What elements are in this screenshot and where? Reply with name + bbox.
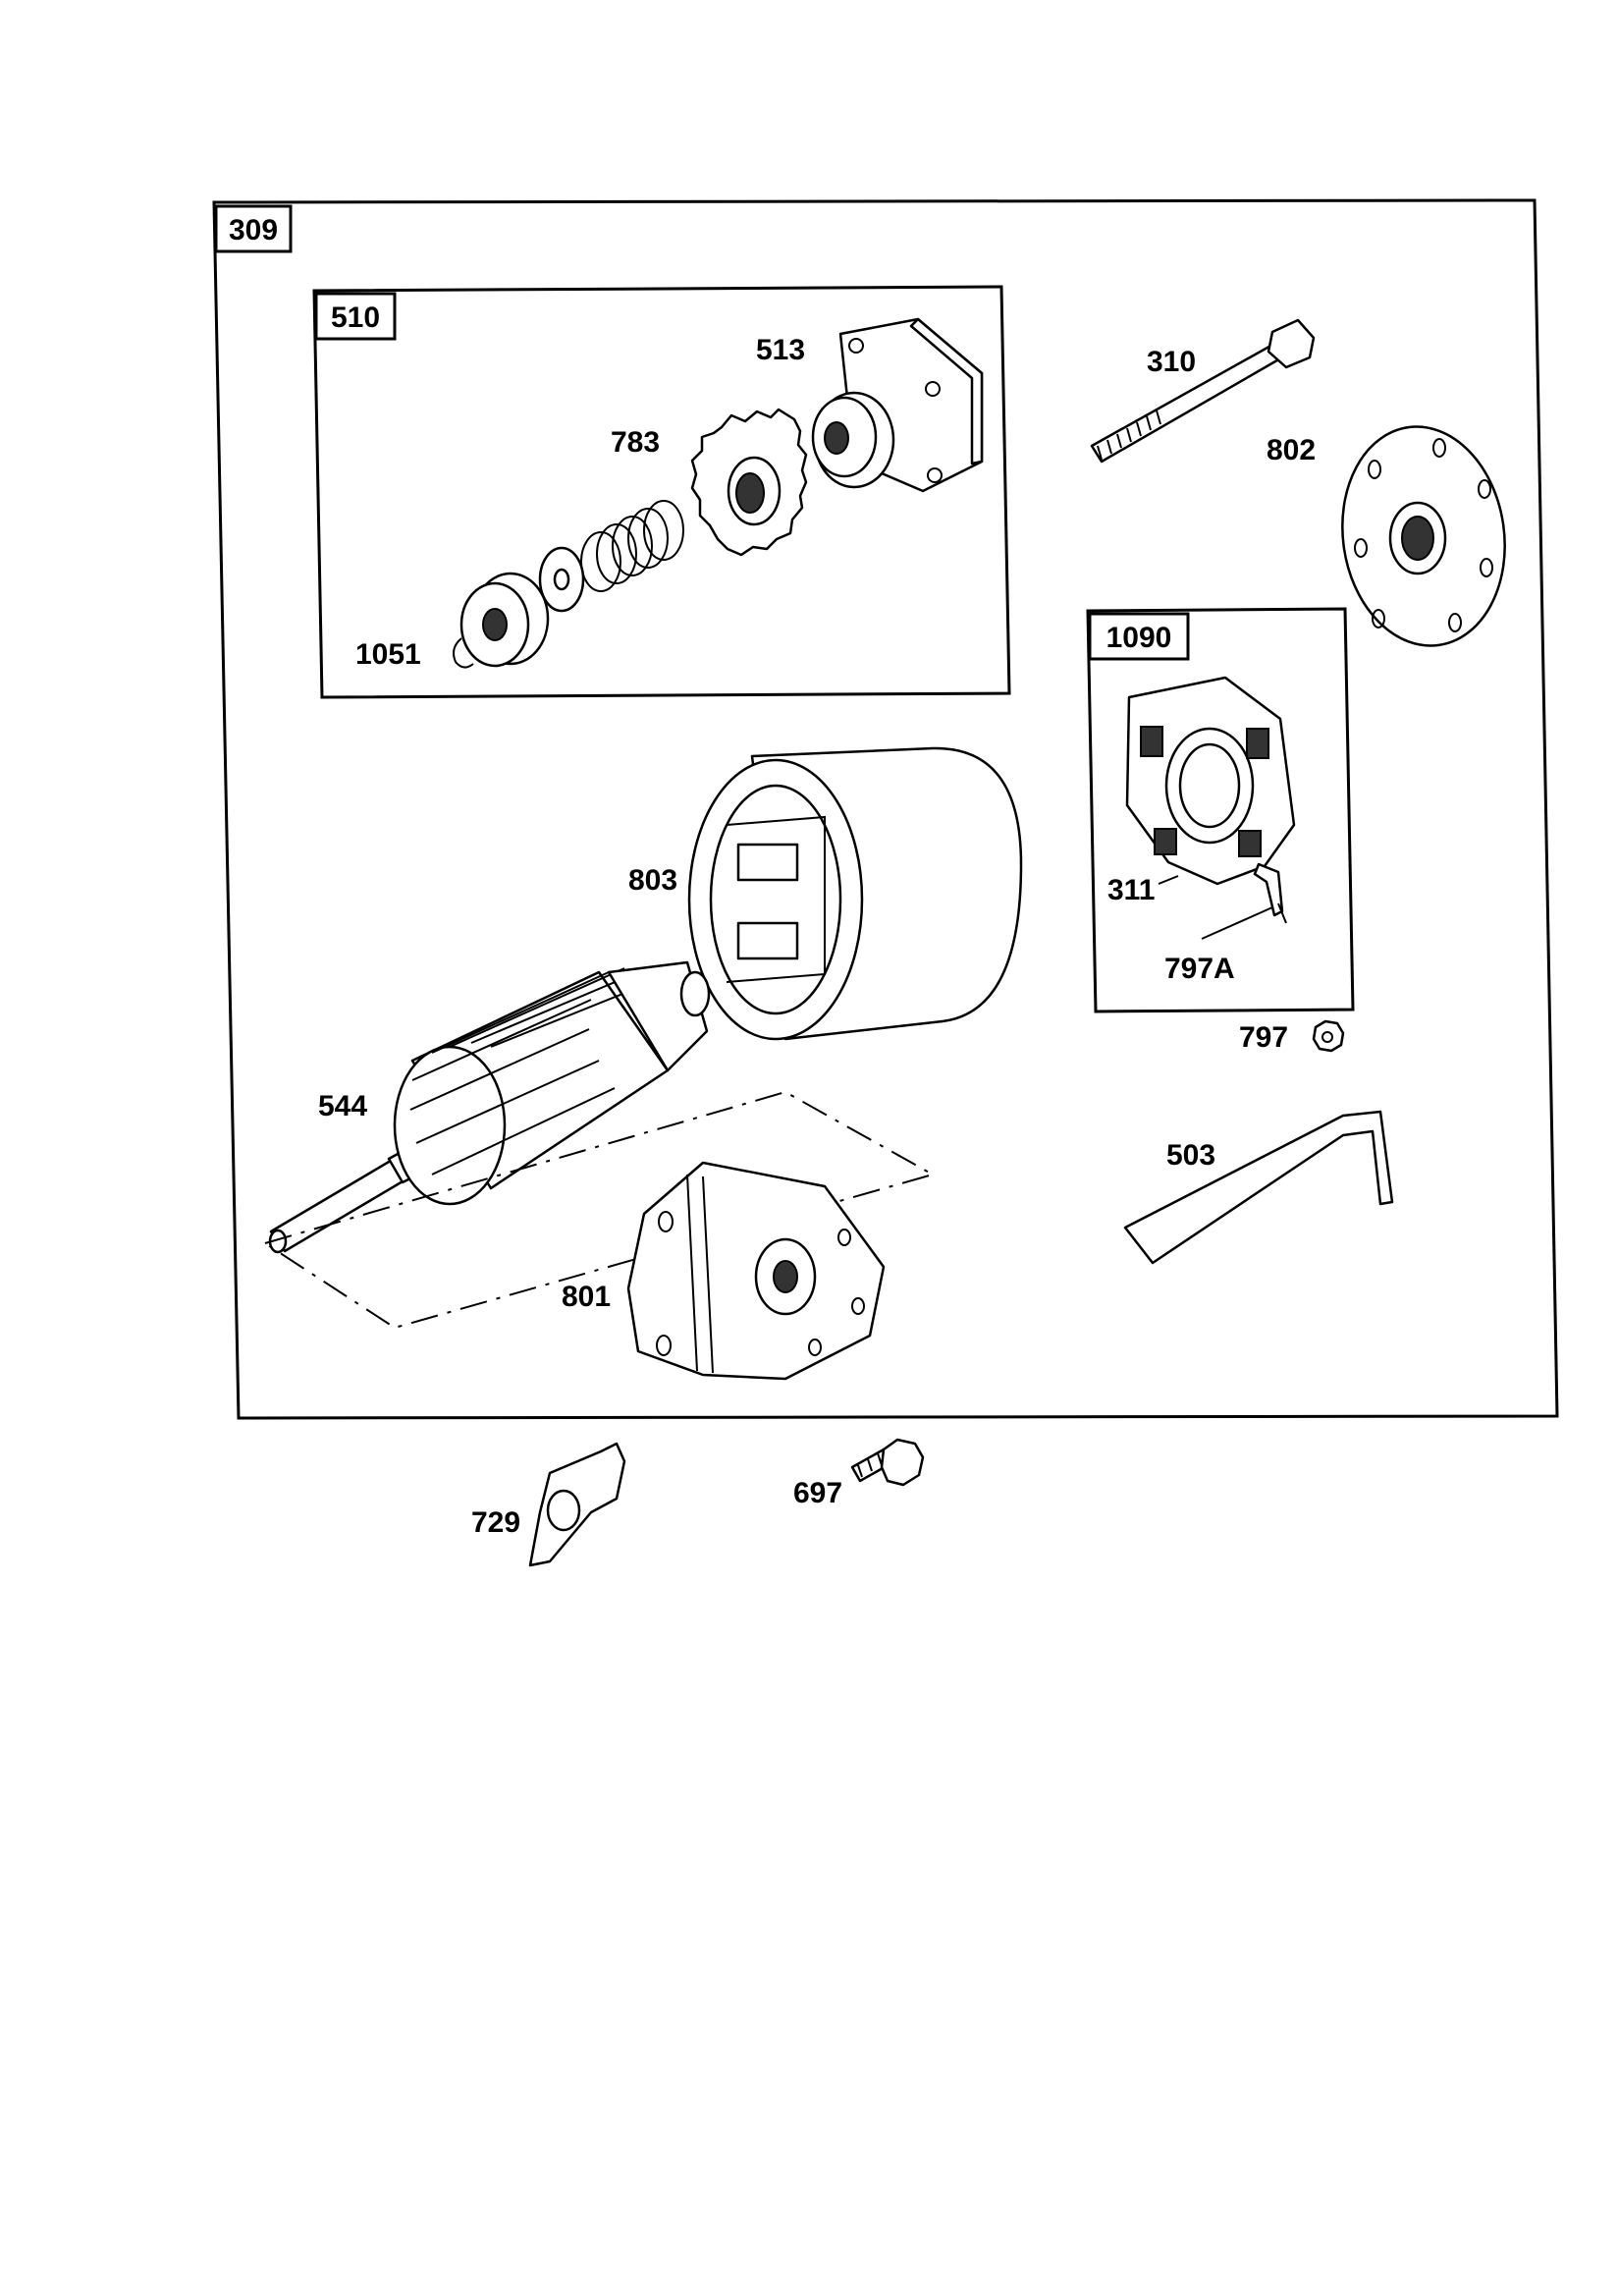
- screw-drawing: [850, 1438, 925, 1487]
- assembly-309-tag-box: [214, 204, 293, 253]
- end-plate-drawing: [1341, 425, 1506, 647]
- brush-plate-drawing: [626, 1161, 886, 1381]
- part-label-797: 797: [1239, 1021, 1288, 1054]
- motor-housing-drawing: [687, 746, 1023, 1041]
- through-bolt-drawing: [1090, 318, 1316, 464]
- part-label-311: 311: [1107, 874, 1155, 906]
- part-label-802: 802: [1267, 434, 1316, 466]
- part-label-697: 697: [793, 1477, 842, 1509]
- stop-collar-drawing: [459, 572, 550, 668]
- part-label-803: 803: [628, 864, 677, 897]
- bracket-drawing: [1123, 1110, 1394, 1265]
- assembly-510-frame: [312, 285, 1011, 699]
- nut-drawing: [1312, 1019, 1345, 1053]
- leader-797A: [1201, 906, 1273, 940]
- part-label-1051: 1051: [355, 638, 421, 671]
- assembly-510-label: 510: [331, 301, 380, 334]
- part-label-310: 310: [1147, 346, 1196, 378]
- brush-holder-drawing: [1125, 676, 1296, 924]
- part-label-513: 513: [756, 334, 805, 366]
- clip-drawing: [528, 1442, 626, 1567]
- spring-drawing: [580, 500, 684, 592]
- pinion-gear-drawing: [690, 408, 808, 557]
- assembly-309-label: 309: [229, 214, 278, 246]
- part-label-801: 801: [562, 1281, 611, 1313]
- part-label-729: 729: [471, 1506, 520, 1539]
- assembly-1090-tag-box: [1088, 612, 1190, 661]
- part-label-783: 783: [611, 426, 660, 459]
- assembly-309-frame: [212, 198, 1559, 1420]
- drive-end-cap-drawing: [811, 317, 984, 493]
- assembly-1090-label: 1090: [1106, 622, 1172, 654]
- armature-drawing: [268, 960, 711, 1254]
- part-label-797A: 797A: [1164, 953, 1235, 985]
- washer-drawing: [538, 546, 585, 613]
- part-label-544: 544: [318, 1090, 367, 1122]
- dashed-assembly-outline: [262, 1090, 936, 1330]
- retaining-ring-drawing: [453, 637, 474, 669]
- assembly-510-tag-box: [314, 292, 397, 341]
- assembly-1090-frame: [1086, 607, 1355, 1013]
- part-label-503: 503: [1166, 1139, 1215, 1172]
- leader-311: [1158, 875, 1179, 885]
